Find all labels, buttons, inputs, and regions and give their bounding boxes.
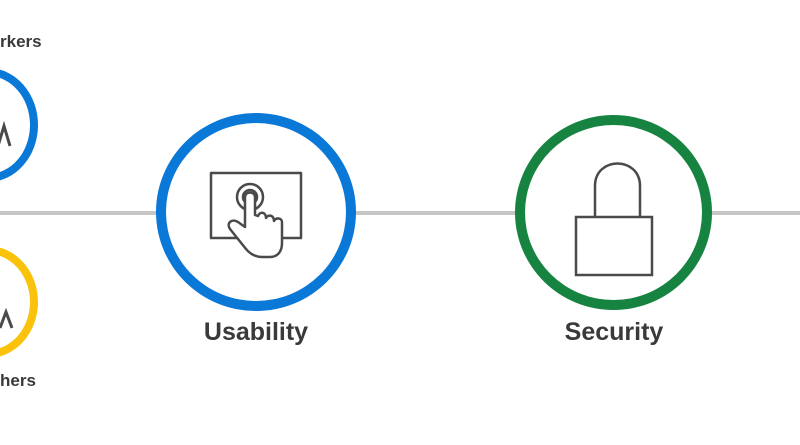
workers-circle: [0, 68, 38, 182]
connector-line-right: [708, 211, 800, 215]
security-label: Security: [564, 318, 664, 346]
touch-screen-icon: [209, 171, 303, 259]
partners-circle: [0, 246, 38, 358]
connector-line-left: [0, 211, 160, 215]
person-icon: [0, 120, 12, 147]
usability-circle: [156, 113, 356, 311]
partners-label: hers: [0, 371, 36, 390]
security-circle: [515, 115, 712, 310]
workers-label: rkers: [0, 32, 42, 51]
usability-label: Usability: [203, 318, 309, 346]
connector-line-middle: [350, 211, 520, 215]
person-icon: [0, 307, 14, 329]
padlock-icon: [574, 162, 654, 277]
